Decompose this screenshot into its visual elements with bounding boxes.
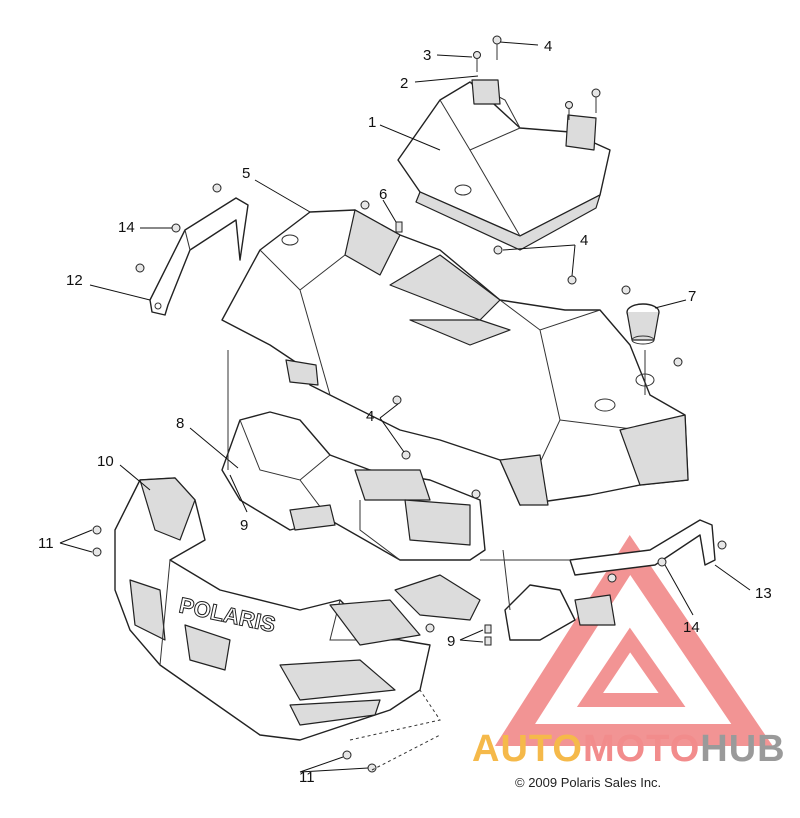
callout-4: 4 <box>580 232 588 249</box>
part-13-brace-bar <box>569 519 727 583</box>
callout-6: 6 <box>379 186 387 203</box>
part-7-cup-holder <box>626 303 660 345</box>
part-9-brackets <box>394 574 616 646</box>
callout-2: 2 <box>400 75 408 92</box>
part-6-clip <box>395 221 403 233</box>
callout-1: 1 <box>368 114 376 131</box>
part-12-side-brace <box>135 183 249 316</box>
callout-10: 10 <box>97 453 114 470</box>
callout-13: 13 <box>755 585 772 602</box>
callout-4: 4 <box>366 408 374 425</box>
watermark-text: AUTOMOTOHUB <box>472 730 786 768</box>
part-5-front-body <box>221 209 689 506</box>
callout-4: 4 <box>544 38 552 55</box>
callout-11: 11 <box>299 769 315 786</box>
callout-7: 7 <box>688 288 696 305</box>
callout-12: 12 <box>66 272 83 289</box>
copyright-notice: © 2009 Polaris Sales Inc. <box>515 775 662 790</box>
callout-9: 9 <box>447 633 455 650</box>
callout-11: 11 <box>38 535 54 552</box>
part-10-front-hood: POLARIS <box>114 477 431 741</box>
watermark-moto: MOTO <box>582 728 701 770</box>
watermark-hub: HUB <box>700 728 786 770</box>
assembly-lines <box>227 350 646 771</box>
callout-8: 8 <box>176 415 184 432</box>
part-1-hood-panel <box>397 79 611 251</box>
callout-14: 14 <box>118 219 135 236</box>
fastener-screws-top <box>473 35 601 120</box>
part-8-inner-panel <box>221 411 486 561</box>
callout-9: 9 <box>240 517 248 534</box>
callout-3: 3 <box>423 47 431 64</box>
fastener-screws-misc <box>92 200 683 773</box>
watermark-logo-icon <box>494 534 773 746</box>
watermark-auto: AUTO <box>472 728 583 770</box>
callout-14: 14 <box>683 619 700 636</box>
callout-5: 5 <box>242 165 250 182</box>
callout-labels: 1 2 3 4 4 4 5 6 7 8 9 9 10 11 11 12 13 1… <box>38 38 772 786</box>
leader-lines <box>59 41 751 773</box>
